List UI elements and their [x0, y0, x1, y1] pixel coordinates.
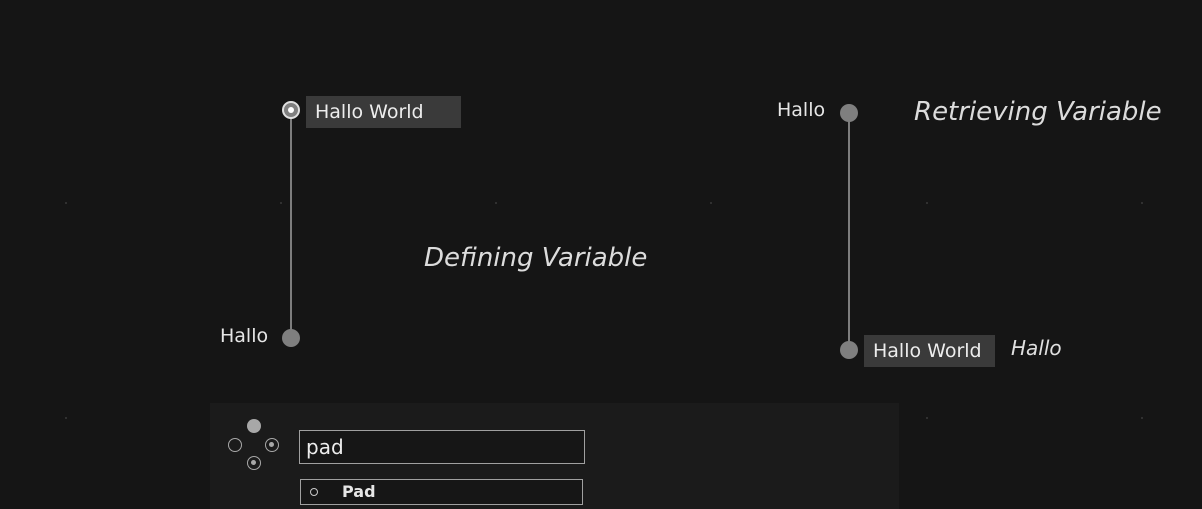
connection-wire[interactable] [290, 112, 292, 338]
finder-icon-dot [247, 456, 261, 470]
grid-dot [926, 202, 928, 204]
input-pin-label: Hallo [777, 99, 826, 121]
retrieving-variable-heading: Retrieving Variable [914, 97, 1162, 127]
node-finder-panel: Pad [210, 403, 899, 509]
value-field[interactable]: Hallo World [306, 96, 461, 128]
grid-dot [280, 202, 282, 204]
grid-dot [1141, 202, 1143, 204]
search-result-label: Pad [342, 482, 376, 501]
grid-dot [65, 417, 67, 419]
grid-dot [495, 202, 497, 204]
defining-variable-heading: Defining Variable [424, 243, 648, 273]
input-pin-icon[interactable] [282, 329, 300, 347]
comment-note: Hallo [1011, 336, 1062, 360]
finder-icon-dot [228, 438, 242, 452]
connection-wire[interactable] [848, 114, 850, 350]
finder-icon-dot [247, 419, 261, 433]
input-pin-label: Hallo [220, 325, 269, 347]
grid-dot [1141, 417, 1143, 419]
grid-dot [926, 417, 928, 419]
node-search-input[interactable] [299, 430, 585, 464]
search-result-item[interactable]: Pad [300, 479, 583, 505]
output-pin-icon[interactable] [840, 341, 858, 359]
circle-bullet-icon [310, 488, 318, 496]
grid-dot [65, 202, 67, 204]
input-pin-icon[interactable] [840, 104, 858, 122]
node-finder-icon [228, 419, 284, 475]
value-field[interactable]: Hallo World [864, 335, 995, 367]
output-pin-icon[interactable] [282, 101, 300, 119]
finder-icon-dot [265, 438, 279, 452]
grid-dot [710, 202, 712, 204]
